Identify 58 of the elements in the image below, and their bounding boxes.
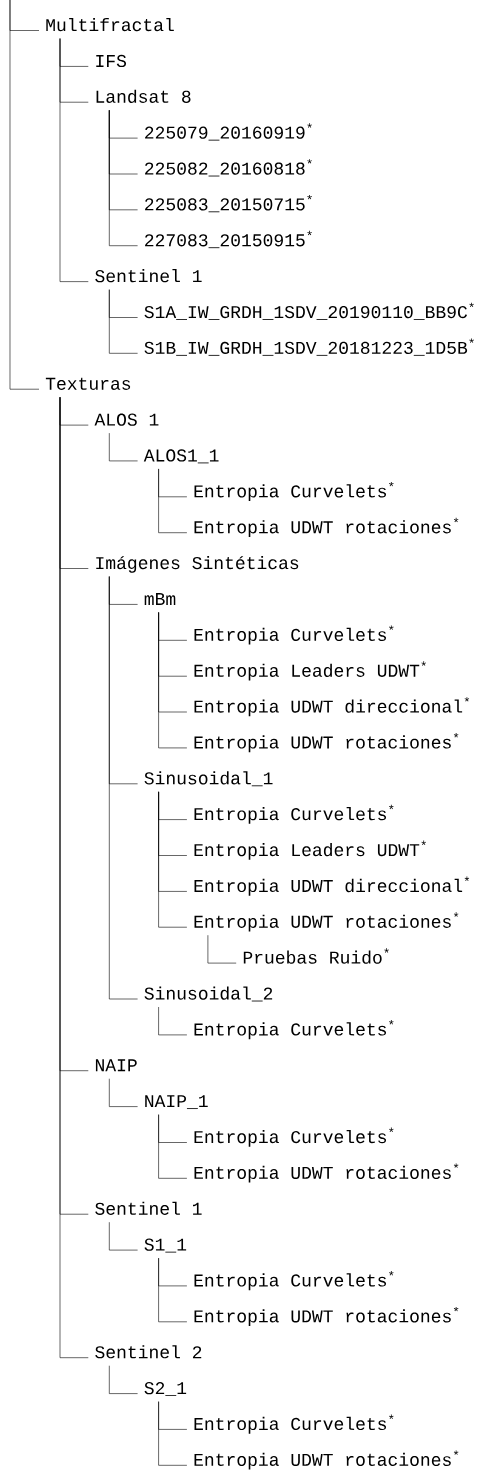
tree-item-label: Pruebas Ruido$^{*}$ (243, 948, 389, 964)
tree-item-label: 227083_20150915$^{*}$ (145, 230, 312, 249)
tree-item-label: Sentinel 2 (95, 1345, 202, 1359)
tree-item-label: 225082_20160818$^{*}$ (145, 159, 312, 177)
tree-item-label: Sinusoidal_1 (144, 771, 273, 787)
tree-item-label: Entropia Curvelets$^{*}$ (194, 1414, 394, 1434)
tree-item-label: Entropia UDWT rotaciones$^{*}$ (194, 1450, 459, 1470)
tree-item-label: Entropia UDWT rotaciones$^{*}$ (194, 1163, 459, 1183)
tree-item-label: Entropia Curvelets$^{*}$ (194, 1271, 394, 1291)
tree-item-label: S1_1 (144, 1238, 187, 1253)
tree-connector (207, 934, 237, 964)
tree-item-label: Entropia Curvelets$^{*}$ (194, 1127, 394, 1147)
tree-item-label: ALOS 1 (94, 413, 159, 426)
tree-item-label: Entropia Curvelets$^{*}$ (194, 804, 394, 824)
tree-connector (59, 38, 89, 282)
tree-item-label: Sentinel 1 (95, 269, 202, 283)
tree-item-label: mBm (144, 593, 176, 605)
tree-connector (158, 612, 188, 749)
tree-connector (109, 1365, 138, 1394)
tree-connector (158, 468, 188, 533)
tree-connector (9, 0, 40, 390)
tree-connector (158, 1006, 188, 1036)
tree-item-label: Entropia Leaders UDWT$^{*}$ (194, 661, 426, 681)
tree-item-label: Entropia Curvelets$^{*}$ (194, 481, 394, 502)
tree-item-label: Texturas (45, 377, 131, 390)
tree-item-label: Entropia UDWT rotaciones$^{*}$ (194, 912, 459, 932)
tree-item-label: S1A_IW_GRDH_1SDV_20190110_BB9C$^{*}$ (144, 302, 474, 320)
tree-connector (158, 1114, 188, 1179)
tree-item-label: Entropia UDWT direccional$^{*}$ (194, 697, 470, 717)
tree-item-label: Imágenes Sintéticas (96, 555, 299, 573)
tree-connector (109, 576, 138, 1000)
tree-connector (109, 109, 138, 246)
tree-item-label: Entropia Curvelets$^{*}$ (194, 625, 394, 645)
tree-item-label: Entropia UDWT rotaciones$^{*}$ (194, 517, 459, 537)
tree-item-label: Entropia UDWT direccional$^{*}$ (194, 876, 470, 896)
tree-item-label: 225079_20160919$^{*}$ (145, 123, 312, 141)
tree-item-label: S2_1 (144, 1382, 187, 1397)
tree-item-label: Entropia Leaders UDWT$^{*}$ (194, 840, 426, 860)
tree-item-label: NAIP_1 (145, 1095, 208, 1110)
tree-connector (109, 432, 138, 462)
tree-item-label: Sentinel 1 (95, 1201, 202, 1215)
tree-item-label: S1B_IW_GRDH_1SDV_20181223_1D5B$^{*}$ (144, 338, 474, 356)
tree-item-label: Entropia UDWT rotaciones$^{*}$ (194, 1306, 459, 1327)
tree-item-label: 225083_20150715$^{*}$ (145, 194, 312, 213)
tree-item-label: Entropia UDWT rotaciones$^{*}$ (194, 733, 459, 753)
tree-item-label: Multifractal (46, 17, 174, 32)
tree-item-label: ALOS1_1 (143, 449, 219, 464)
tree-connector (158, 791, 188, 928)
tree-connector (158, 1257, 188, 1323)
tree-item-label: IFS (96, 54, 126, 68)
tree-item-label: Entropia Curvelets$^{*}$ (194, 1020, 394, 1040)
tree-connector (158, 1401, 188, 1466)
tree-item-label: Landsat 8 (96, 89, 191, 103)
tree-item-label: Sinusoidal_2 (144, 986, 273, 1002)
tree-connector (109, 1078, 138, 1107)
tree-connector (109, 289, 138, 354)
tree-connector (109, 1221, 138, 1251)
tree-item-label: NAIP (95, 1059, 137, 1072)
